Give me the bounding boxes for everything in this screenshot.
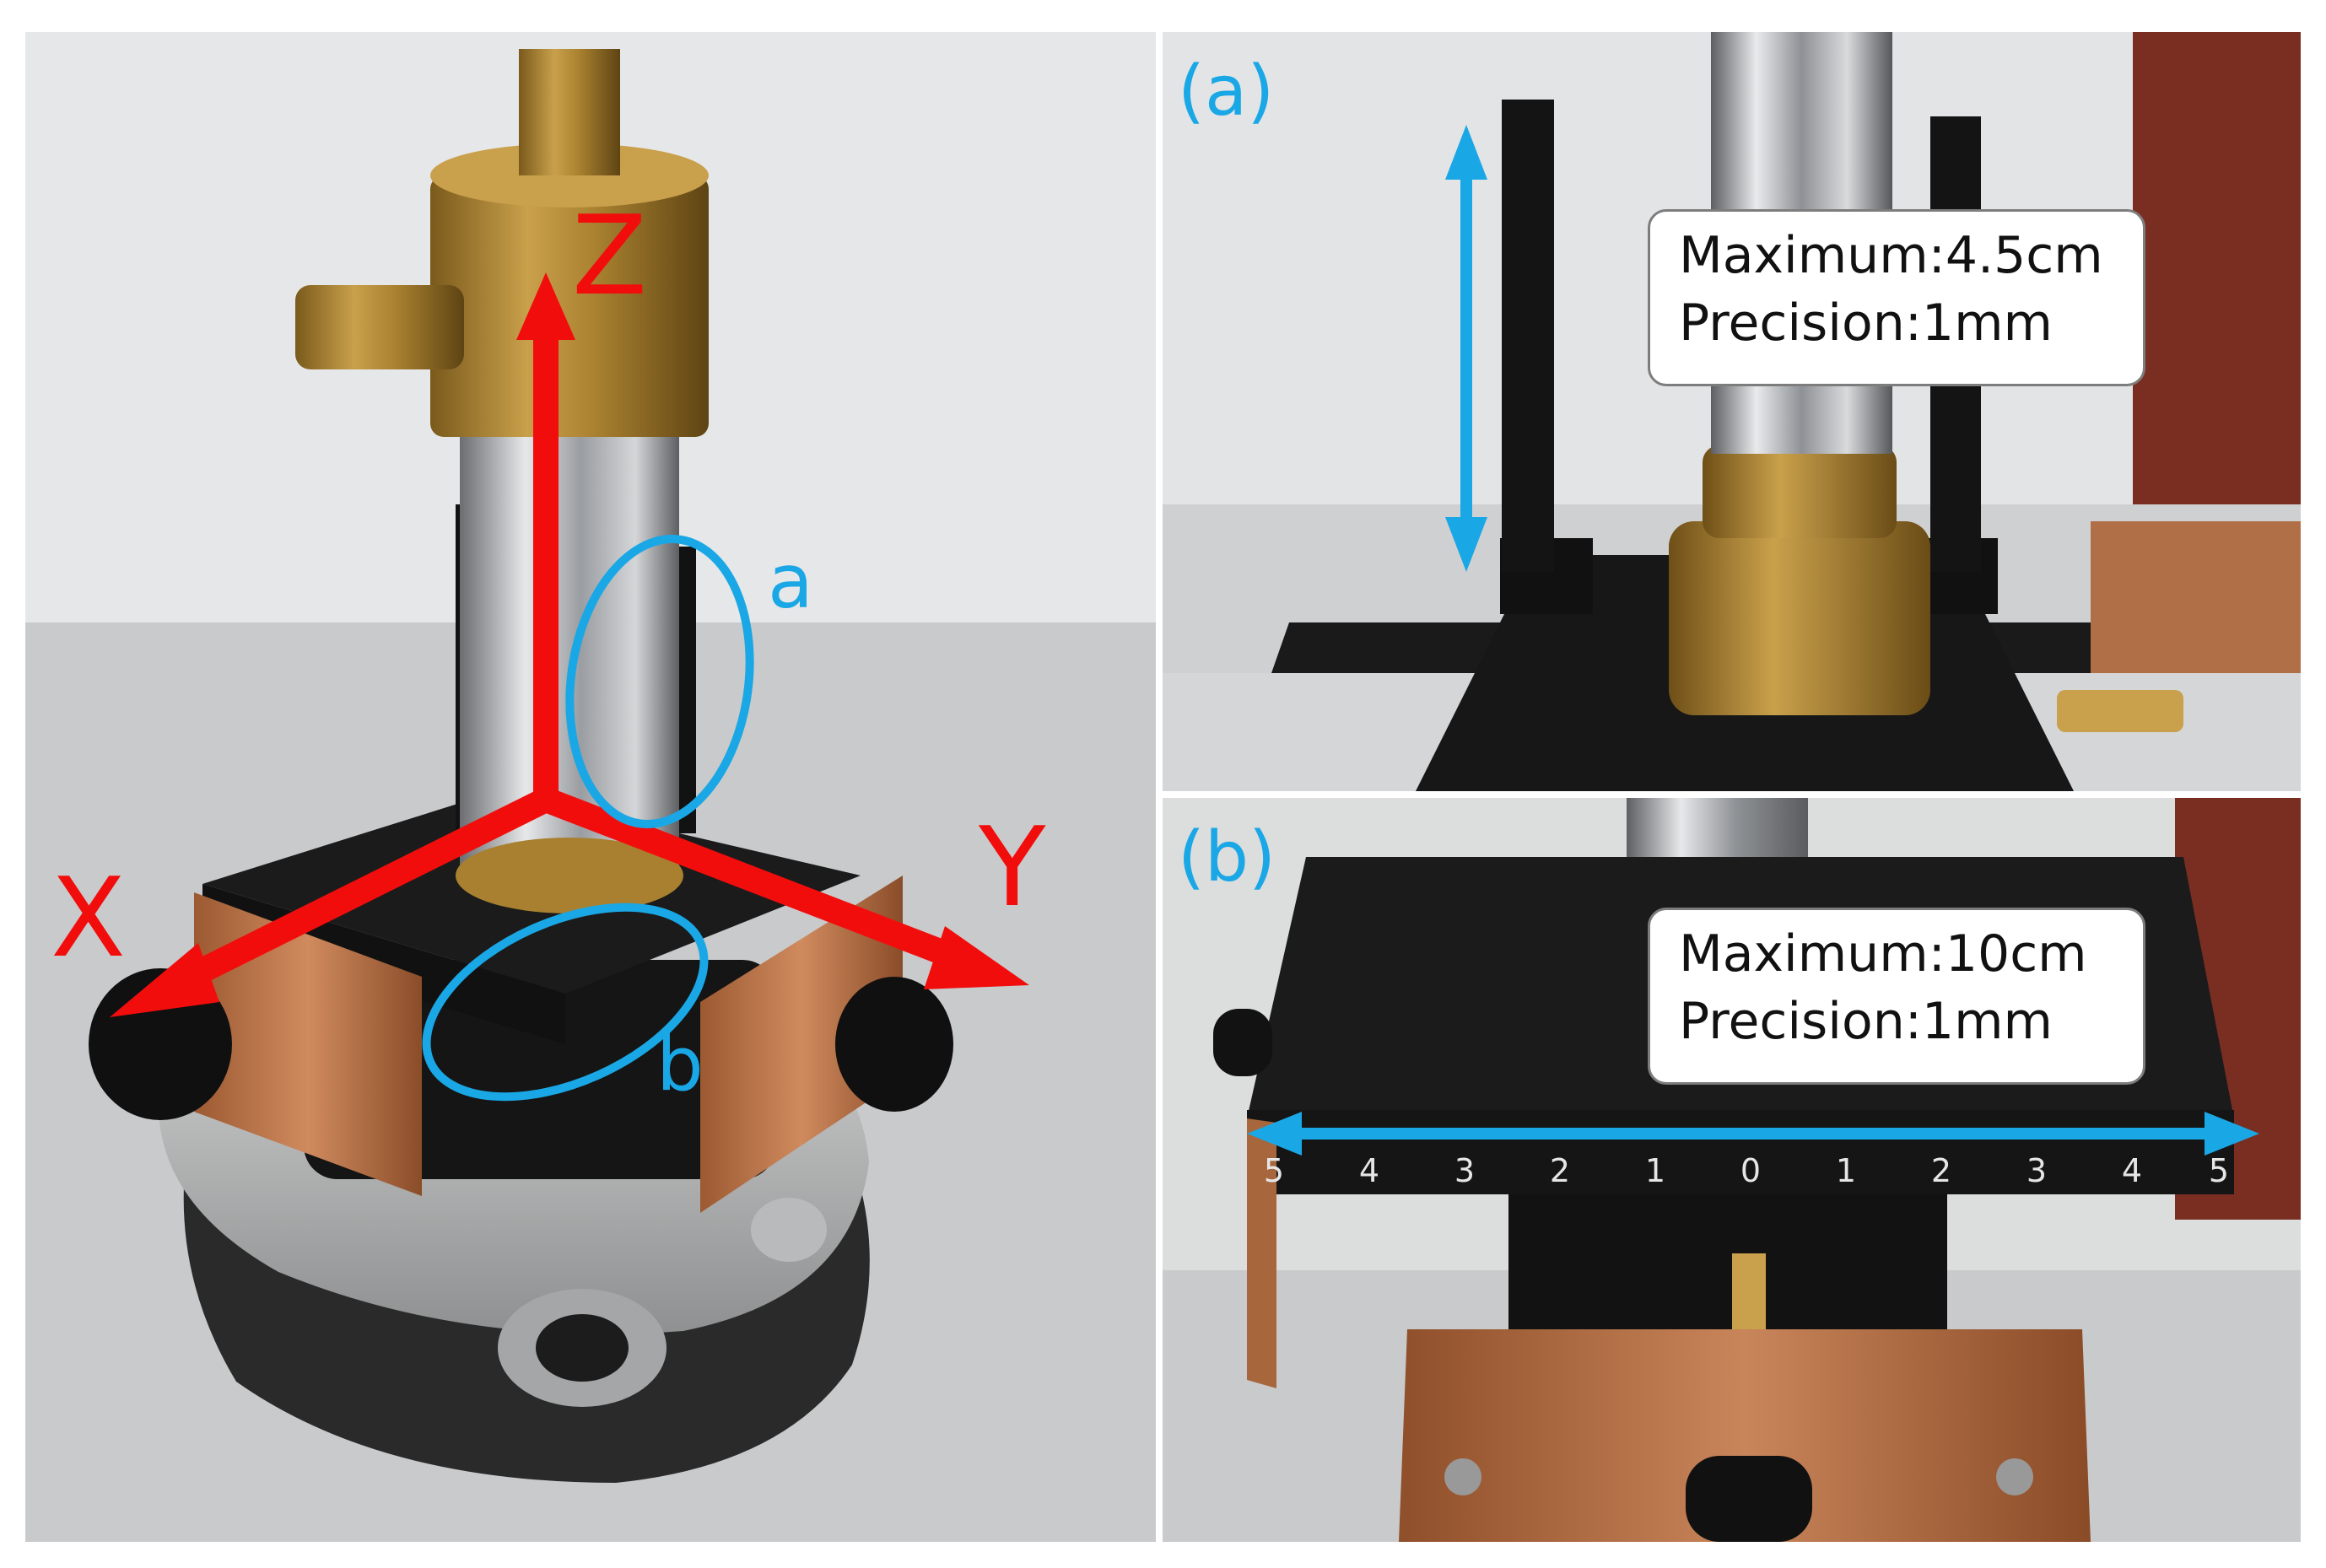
callout-ellipse-a [565, 535, 754, 828]
ruler-tick-label: 5 [2209, 1152, 2229, 1189]
ruler-tick-label: 4 [2122, 1152, 2142, 1189]
ruler-tick-label: 0 [1740, 1152, 1761, 1189]
callout-label-a: a [768, 538, 813, 625]
ruler-tick-label: 5 [1264, 1152, 1284, 1189]
panel-a-maximum: Maximum:4.5cm [1679, 226, 2103, 285]
ruler-tick-label: 3 [1454, 1152, 1475, 1189]
panel-a-precision: Precision:1mm [1679, 294, 2053, 353]
main-photo-panel: Z X Y a b [25, 32, 1156, 1542]
device-photo [25, 32, 1156, 1542]
ruler-tick-label: 2 [1550, 1152, 1570, 1189]
x-axis-label: X [51, 854, 127, 982]
xyz-axes-overlay [110, 272, 1029, 1017]
panel-a-vertical-scale: (a) Maximum:4.5cm Precision:1mm [1163, 32, 2301, 791]
panel-b-horizontal-scale: 5 4 3 2 1 0 1 2 3 4 5 (b) Maximum:10cm P… [1163, 798, 2301, 1542]
panel-a-photo [1163, 32, 2301, 791]
ruler-tick-label: 1 [1645, 1152, 1665, 1189]
panel-b-precision: Precision:1mm [1679, 992, 2053, 1051]
panel-b-label: (b) [1178, 817, 1276, 897]
panel-a-spec-box: Maximum:4.5cm Precision:1mm [1648, 209, 2145, 386]
callout-ellipse-b [422, 903, 709, 1102]
panel-a-label: (a) [1178, 51, 1275, 132]
vertical-range-arrow [1445, 125, 1487, 572]
ruler-tick-label: 1 [1836, 1152, 1856, 1189]
vertical-ruler-left [1502, 100, 1554, 572]
y-axis-label: Y [979, 803, 1046, 931]
horizontal-range-arrow [1247, 1112, 2259, 1156]
z-axis-label: Z [572, 191, 648, 320]
callout-label-b: b [656, 1021, 704, 1107]
panel-b-maximum: Maximum:10cm [1679, 924, 2087, 983]
ruler-tick-label: 3 [2026, 1152, 2047, 1189]
ruler-tick-label: 4 [1359, 1152, 1379, 1189]
panel-b-spec-box: Maximum:10cm Precision:1mm [1648, 908, 2145, 1085]
horizontal-ruler: 5 4 3 2 1 0 1 2 3 4 5 [1264, 1152, 2229, 1189]
ruler-tick-label: 2 [1931, 1152, 1951, 1189]
